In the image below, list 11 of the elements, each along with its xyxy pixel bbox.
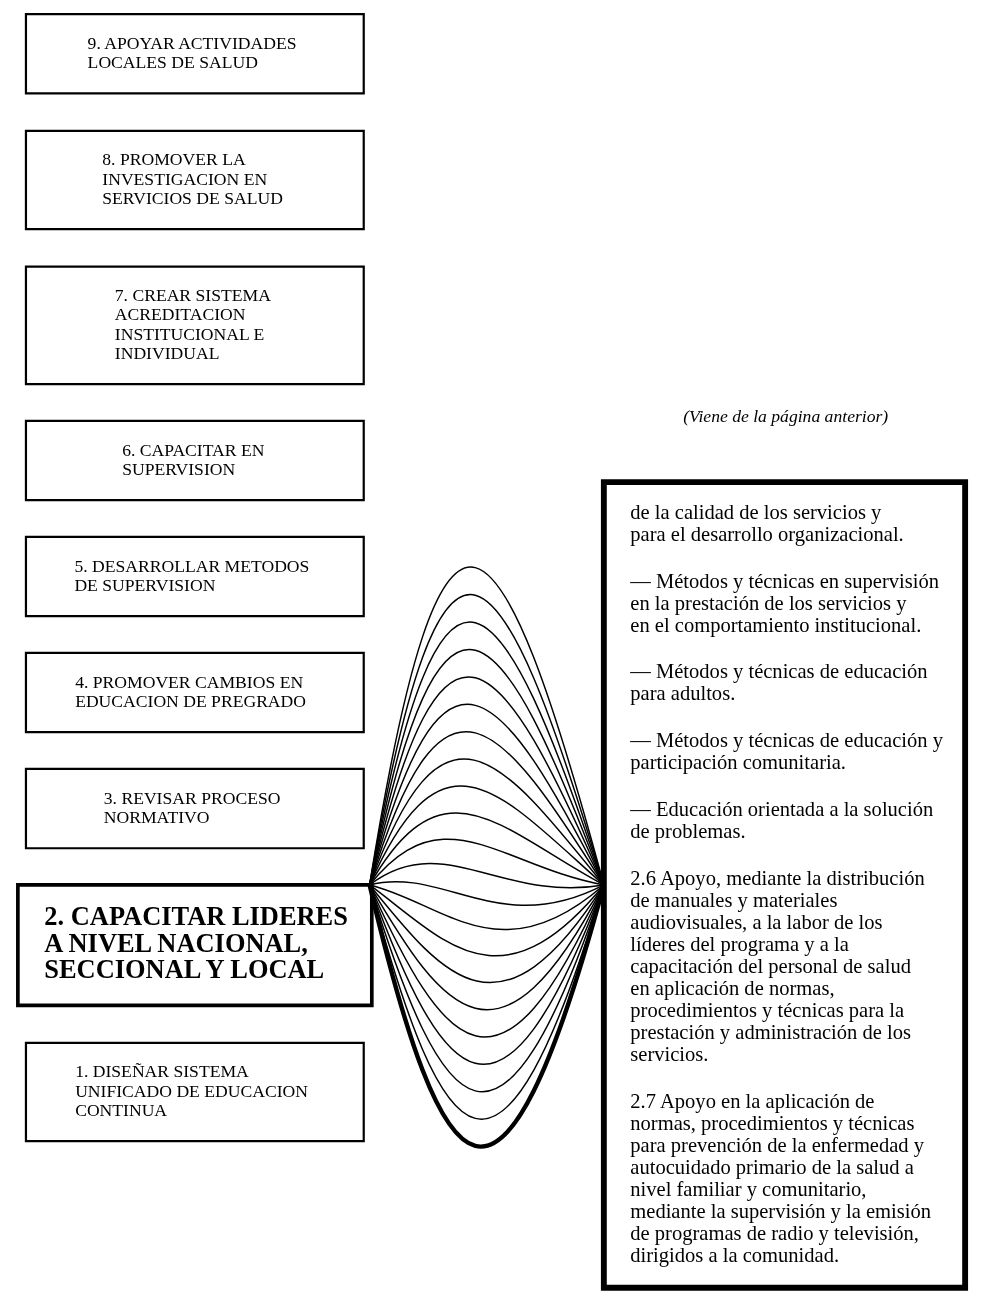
node-box: 6. CAPACITAR EN SUPERVISION	[24, 419, 365, 502]
node-box: 4. PROMOVER CAMBIOS EN EDUCACION DE PREGRADO	[24, 651, 365, 734]
node-box: 8. PROMOVER LA INVESTIGACION EN SERVICIOS DE SALUD	[24, 129, 365, 231]
label: (Viene de la página anterior)	[683, 406, 889, 427]
node-box: 3. REVISAR PROCESO NORMATIVO	[24, 767, 365, 850]
node-box: 7. CREAR SISTEMA ACREDITACION INSTITUCIONAL E INDIVIDUAL	[24, 265, 365, 386]
node-box: 5. DESARROLLAR METODOS DE SUPERVISION	[24, 535, 365, 618]
node-box: 9. APOYAR ACTIVIDADES LOCALES DE SALUD	[24, 12, 365, 95]
node-box: de la calidad de los servicios y para el desarrollo organizacional. — Métodos y técnicas en supervisión en la prestación de los servicios y en el comportamiento institucional. — Métodos y técnicas de educación para adultos. — Métodos y técnicas de educación y participación comunitaria. — Educación orientada a la solución de problemas. 2.6 Apoyo, mediante la distribución de manuales y materiales audiovisuales, a la labor de los líderes del programa y a la capacitación del personal de salud en aplicación de normas, procedimientos y técnicas para la prestación y administración de los servicios. 2.7 Apoyo en la aplicación de normas, procedimientos y técnicas para prevención de la enfermedad y autocuidado primario de la salud a nivel familiar y comunitario, mediante la supervisión y la emisión de programas de radio y televisión, dirigidos a la comunidad.	[600, 479, 969, 1291]
node-box: 1. DISEÑAR SISTEMA UNIFICADO DE EDUCACION CONTINUA	[24, 1041, 365, 1143]
node-box: 2. CAPACITAR LIDERES A NIVEL NACIONAL, SECCIONAL Y LOCAL	[16, 883, 374, 1008]
